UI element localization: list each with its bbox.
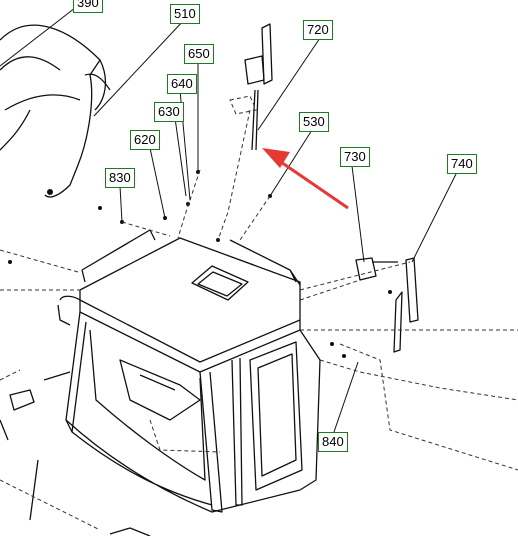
roof-hatch <box>191 265 249 301</box>
rod-left <box>0 419 39 521</box>
part-label-390: 390 <box>73 0 103 13</box>
cab-pillar-mid <box>231 357 243 506</box>
leader-lines <box>0 7 459 433</box>
harness-wire <box>0 56 111 111</box>
harness-panel-outline <box>0 24 107 198</box>
part-label-630: 630 <box>154 102 184 122</box>
assembly-lines <box>0 95 518 531</box>
bottom-right-part <box>109 527 151 536</box>
cab-pillar-rear-right <box>299 329 321 491</box>
part-label-720: 720 <box>303 20 333 40</box>
cab-lower-frame <box>65 419 301 513</box>
cab-door-frame <box>249 341 303 491</box>
wiper-motor <box>244 55 265 85</box>
bracket-left <box>9 371 71 411</box>
cab-pillar-front-left <box>65 311 87 433</box>
part-label-830: 830 <box>105 168 135 188</box>
cab-side-opening <box>89 329 206 481</box>
roof-plate-thickness <box>79 300 301 373</box>
red-pointer-arrow <box>262 148 349 210</box>
part-label-640: 640 <box>167 74 197 94</box>
wiper-arm-720 <box>251 89 259 151</box>
part-label-730: 730 <box>340 147 370 167</box>
part-label-740: 740 <box>447 154 477 174</box>
lamp-730 <box>355 257 398 281</box>
part-label-510: 510 <box>170 4 200 24</box>
part-label-620: 620 <box>130 130 160 150</box>
wiper-blade-740 <box>405 257 419 323</box>
roof-hatch-inner <box>197 271 243 297</box>
part-label-530: 530 <box>299 112 329 132</box>
part-label-650: 650 <box>184 44 214 64</box>
roof-rail-front <box>57 295 81 326</box>
harness-panel-edge <box>0 109 31 151</box>
cab-inner-console <box>119 359 201 421</box>
roof-rail-right <box>229 239 301 286</box>
part-label-840: 840 <box>318 432 348 452</box>
cab-door-glass <box>257 353 297 477</box>
wiper-blade-rear <box>393 291 403 353</box>
